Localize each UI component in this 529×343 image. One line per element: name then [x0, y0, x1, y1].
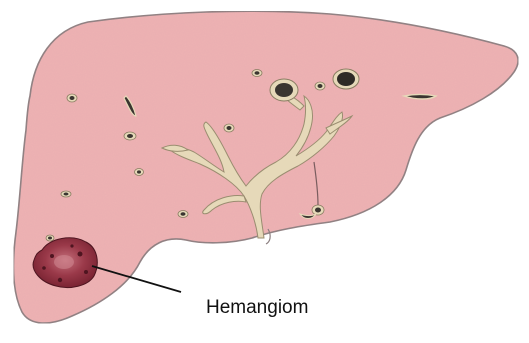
vessel-cross-section — [46, 235, 54, 241]
vessel-cross-section — [252, 70, 262, 77]
vessel-cross-section — [315, 82, 325, 90]
vessel-cross-section — [135, 169, 144, 176]
hemangioma-label: Hemangiom — [206, 297, 308, 318]
vessel-cross-section — [333, 69, 359, 89]
vessel-cross-section — [124, 132, 136, 140]
vessel-cross-section — [178, 211, 188, 218]
vessel-cross-section — [224, 124, 234, 132]
vessel-cross-section — [61, 191, 71, 197]
vessel-cross-section — [67, 94, 77, 102]
vessel-cross-section — [270, 79, 298, 101]
